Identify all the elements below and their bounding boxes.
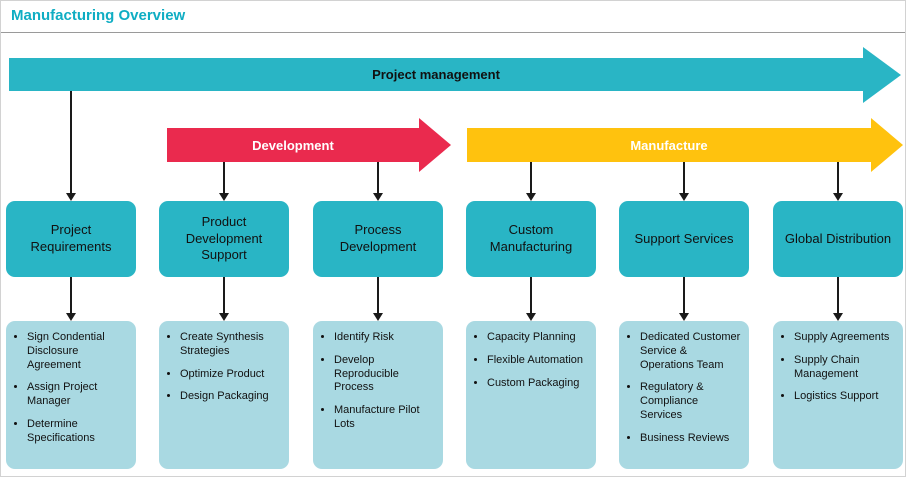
connector-arrow-support-services-details (679, 277, 689, 321)
detail-list: Capacity Planning Flexible Automation Cu… (472, 331, 590, 390)
list-item: Dedicated Customer Service & Operations … (640, 331, 743, 372)
detail-box-product-development-support: Create Synthesis Strategies Optimize Pro… (159, 321, 289, 469)
development-arrow: Development (167, 128, 419, 162)
project-management-label: Project management (372, 67, 500, 82)
detail-list: Supply Agreements Supply Chain Managemen… (779, 331, 897, 404)
connector-arrow-custom-manufacturing-details (526, 277, 536, 321)
page-title: Manufacturing Overview (11, 7, 186, 24)
list-item: Develop Reproducible Process (334, 354, 437, 395)
stage-box-support-services: Support Services (619, 201, 749, 277)
list-item: Capacity Planning (487, 331, 590, 345)
list-item: Custom Packaging (487, 377, 590, 391)
connector-arrow-global-distribution-details (833, 277, 843, 321)
connector-arrow-global-distribution (833, 162, 843, 201)
detail-box-project-requirements: Sign Condential Disclosure Agreement Ass… (6, 321, 136, 469)
manufacture-arrow: Manufacture (467, 128, 871, 162)
detail-box-support-services: Dedicated Customer Service & Operations … (619, 321, 749, 469)
detail-box-custom-manufacturing: Capacity Planning Flexible Automation Cu… (466, 321, 596, 469)
connector-arrow-product-development-support-details (219, 277, 229, 321)
detail-list: Sign Condential Disclosure Agreement Ass… (12, 331, 130, 445)
development-label: Development (252, 137, 334, 153)
detail-list: Create Synthesis Strategies Optimize Pro… (165, 331, 283, 404)
list-item: Regulatory & Compliance Services (640, 381, 743, 422)
stage-box-label: Global Distribution (784, 230, 892, 246)
list-item: Supply Agreements (794, 331, 897, 345)
stage-box-label: Project Requirements (30, 222, 112, 254)
stage-box-label: Custom Manufacturing (489, 222, 573, 254)
list-item: Determine Specifications (27, 418, 130, 446)
stage-box-label: Support Services (634, 230, 734, 246)
list-item: Logistics Support (794, 390, 897, 404)
list-item: Sign Condential Disclosure Agreement (27, 331, 130, 372)
detail-list: Dedicated Customer Service & Operations … (625, 331, 743, 445)
list-item: Assign Project Manager (27, 381, 130, 409)
stage-box-process-development: Process Development (313, 201, 443, 277)
project-management-arrowhead (863, 47, 901, 103)
list-item: Identify Risk (334, 331, 437, 345)
title-divider (1, 32, 905, 33)
stage-box-label: Process Development (339, 222, 417, 254)
detail-box-process-development: Identify Risk Develop Reproducible Proce… (313, 321, 443, 469)
connector-arrow-support-services (679, 162, 689, 201)
connector-arrow-process-development-details (373, 277, 383, 321)
connector-arrow-custom-manufacturing (526, 162, 536, 201)
development-arrowhead (419, 118, 451, 172)
connector-arrow-project-requirements (66, 91, 76, 201)
stage-box-global-distribution: Global Distribution (773, 201, 903, 277)
connector-arrow-process-development (373, 162, 383, 201)
list-item: Create Synthesis Strategies (180, 331, 283, 359)
list-item: Optimize Product (180, 368, 283, 382)
detail-list: Identify Risk Develop Reproducible Proce… (319, 331, 437, 432)
detail-box-global-distribution: Supply Agreements Supply Chain Managemen… (773, 321, 903, 469)
manufacture-label: Manufacture (630, 137, 708, 153)
manufacture-arrowhead (871, 118, 903, 172)
stage-box-product-development-support: Product Development Support (159, 201, 289, 277)
connector-arrow-project-requirements-details (66, 277, 76, 321)
list-item: Manufacture Pilot Lots (334, 404, 437, 432)
list-item: Business Reviews (640, 432, 743, 446)
list-item: Design Packaging (180, 390, 283, 404)
stage-box-project-requirements: Project Requirements (6, 201, 136, 277)
project-management-arrow: Project management (9, 58, 863, 91)
connector-arrow-product-development-support (219, 162, 229, 201)
stage-box-custom-manufacturing: Custom Manufacturing (466, 201, 596, 277)
list-item: Supply Chain Management (794, 354, 897, 382)
list-item: Flexible Automation (487, 354, 590, 368)
stage-box-label: Product Development Support (185, 213, 263, 263)
